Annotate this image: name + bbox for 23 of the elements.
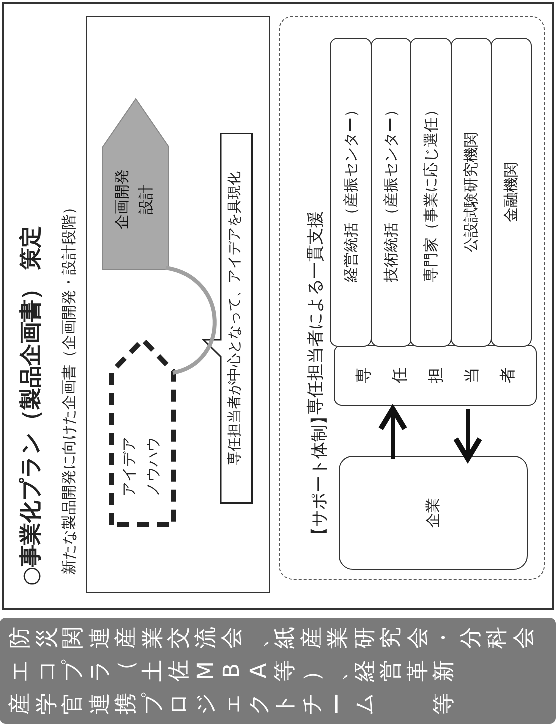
connector-curve [165, 266, 217, 375]
banner-text: 防災関連産業交流会、紙産業研究会・分科会 [8, 626, 538, 650]
banner-text: 等 [432, 692, 458, 716]
support-column-box: 経営統括（産振センター） [330, 38, 372, 347]
arrow [378, 406, 408, 459]
support-column-box: 金融機関 [491, 38, 532, 347]
plan-panel [2, 2, 554, 610]
support-column-box: 公設試験研究機関 [451, 38, 492, 347]
banner-text: エコプラ（土佐MBA等）、経営革新 [8, 659, 458, 683]
panel-title: ○事業化プラン（製品企画書） 策定 [18, 226, 45, 586]
banner-text: 産学官連携プロジェクトチーム [8, 692, 378, 716]
support-column-box: 専門家（事業に応じ選任） [410, 38, 452, 347]
panel-subtitle: 新たな製品開発に向けた企画書（企画開発・設計段階） [60, 200, 79, 575]
plan-frame [86, 16, 270, 593]
support-column-box: 技術統括（産振センター） [371, 38, 412, 347]
arrow [453, 409, 483, 462]
dashed-pentagon: アイデア ノウハウ [110, 338, 176, 527]
callout-box: 専任担当者が中心となって、アイデアを具現化 [203, 133, 253, 504]
banner-band [0, 618, 556, 724]
pentagon-arrow: 企画開発 設計 [103, 99, 169, 270]
company-box: 企業 [339, 456, 528, 570]
coordinator-box: 専任担当者 [334, 345, 537, 406]
support-panel [279, 16, 545, 580]
